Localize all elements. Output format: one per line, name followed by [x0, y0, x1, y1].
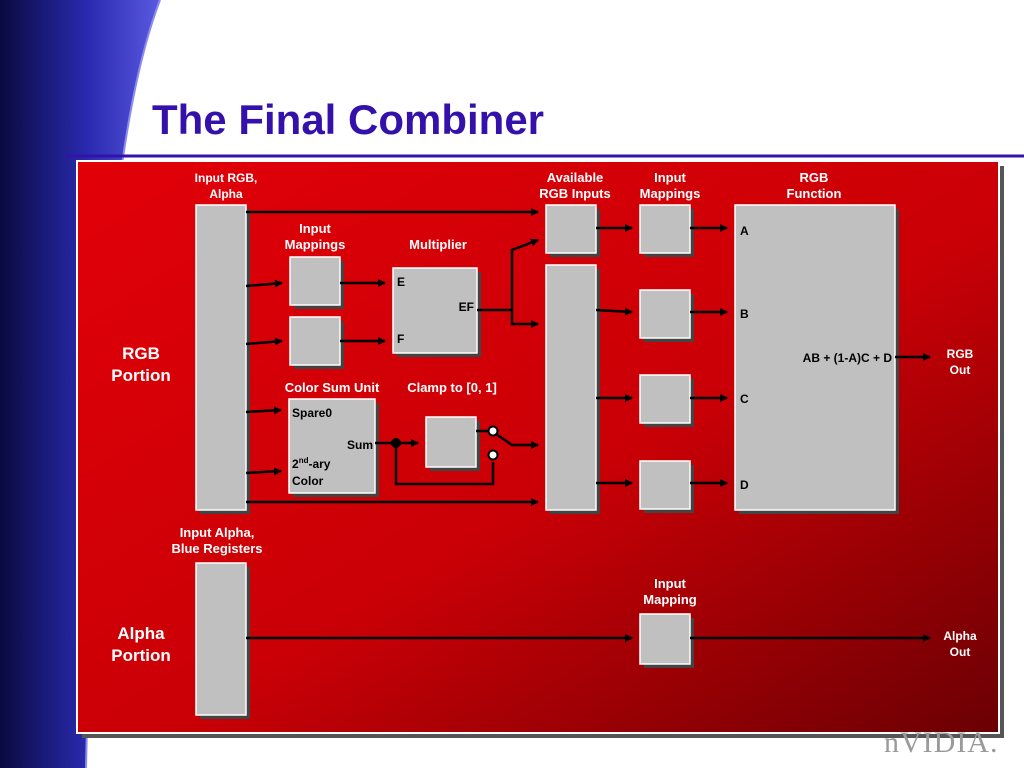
input-alpha-blue-label-line-2: Blue Registers [171, 541, 262, 556]
available-rgb-inputs-bar [545, 264, 600, 514]
wire-register-to-map-f [245, 337, 283, 346]
wire-switch-to-inputs-bar [495, 432, 539, 449]
rgb-portion-label-line-2: Portion [111, 366, 171, 385]
input-mapping-e-box [289, 256, 344, 309]
input-rgb-alpha-label-line-2: Alpha [209, 187, 243, 201]
multiplier-input-e: E [397, 275, 405, 289]
alpha-out-label-line-2: Out [950, 645, 971, 659]
junction-dot [391, 438, 401, 448]
rgb-out-label-line-2: Out [950, 363, 971, 377]
rgb-function-label-line-1: RGB [800, 170, 829, 185]
function-input-d: D [740, 478, 749, 492]
input-mapping-d-box [639, 460, 694, 513]
input-mapping-c-box [639, 374, 694, 427]
clamp-box [425, 416, 480, 471]
slide-title: The Final Combiner [152, 96, 545, 143]
rgb-function-label-line-2: Function [787, 186, 842, 201]
input-mappings-right-label-line-1: Input [654, 170, 686, 185]
function-input-a: A [740, 224, 749, 238]
alpha-portion-label-line-2: Portion [111, 646, 171, 665]
sum-input-spare0: Spare0 [292, 406, 332, 420]
function-input-b: B [740, 307, 749, 321]
wire-sum-bypass [394, 443, 495, 486]
switch-contact-unclamped [487, 449, 499, 461]
multiplier-label: Multiplier [409, 237, 467, 252]
rgb-function-box [734, 204, 899, 514]
input-rgb-register-bar [195, 204, 250, 514]
input-alpha-register-bar [195, 562, 250, 719]
alpha-portion-label-line-1: Alpha [117, 624, 165, 643]
wire-register-to-map-e [245, 279, 283, 288]
alpha-input-mapping-box [639, 613, 694, 668]
rgb-out-label-line-1: RGB [947, 347, 974, 361]
switch-contact-clamped [487, 425, 499, 437]
wire-ef-to-inputs-bar [510, 310, 539, 328]
clamp-label: Clamp to [0, 1] [407, 380, 497, 395]
input-mapping-f-box [289, 316, 344, 369]
input-mapping-a-box [639, 204, 694, 257]
sum-input-secondary: 2nd-ary [292, 456, 331, 471]
input-mapping-alpha-label-line-2: Mapping [643, 592, 696, 607]
multiplier-input-f: F [397, 332, 404, 346]
wire-ef-to-top-input [510, 238, 539, 310]
color-sum-unit-label: Color Sum Unit [285, 380, 380, 395]
sum-output-label: Sum [347, 438, 373, 452]
multiplier-output-ef: EF [459, 300, 474, 314]
input-mappings-right-label-line-2: Mappings [640, 186, 701, 201]
wire-register-to-secondary [245, 467, 282, 476]
wire-register-to-spare0 [245, 406, 282, 415]
nvidia-logo: nVIDIA. [884, 726, 999, 759]
input-mappings-left-label-line-1: Input [299, 221, 331, 236]
color-sum-box [288, 398, 379, 497]
function-input-c: C [740, 392, 749, 406]
input-alpha-blue-label-line-1: Input Alpha, [180, 525, 255, 540]
input-rgb-alpha-label-line-1: Input RGB, [195, 171, 258, 185]
input-mapping-b-box [639, 289, 694, 342]
available-rgb-inputs-label-line-2: RGB Inputs [539, 186, 611, 201]
sum-input-color: Color [292, 474, 324, 488]
alpha-out-label-line-1: Alpha [943, 629, 977, 643]
available-rgb-inputs-label-line-1: Available [547, 170, 604, 185]
rgb-portion-label-line-1: RGB [122, 344, 160, 363]
input-mappings-left-label-line-2: Mappings [285, 237, 346, 252]
function-formula: AB + (1-A)C + D [803, 351, 893, 365]
multiplier-box [392, 267, 481, 357]
available-input-top-box [545, 204, 600, 257]
wire-input-to-map-b [595, 307, 633, 316]
input-mapping-alpha-label-line-1: Input [654, 576, 686, 591]
